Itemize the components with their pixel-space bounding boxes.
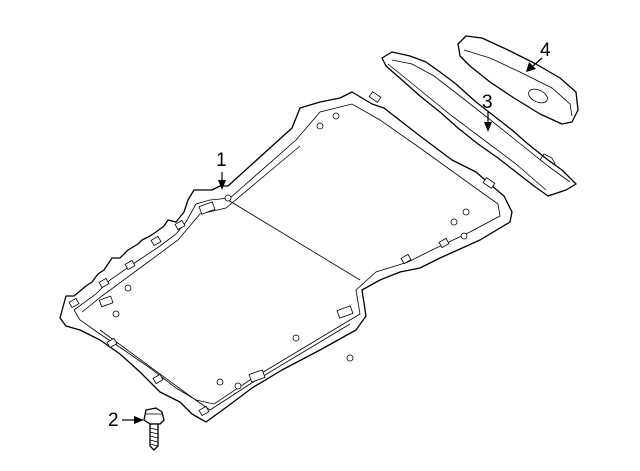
sill-plate-part [381, 51, 577, 197]
floor-panel-slots [98, 91, 496, 383]
floor-panel-edge-tabs [68, 219, 450, 417]
callout-4-label: 4 [540, 40, 551, 61]
callout-2-label: 2 [108, 410, 119, 431]
trim-panel-lamp-opening [528, 88, 548, 104]
callout-2: 2 [108, 410, 144, 431]
callout-3: 3 [482, 92, 493, 132]
callout-4: 4 [526, 40, 551, 72]
callout-1-label: 1 [216, 150, 227, 171]
trim-panel-part [457, 35, 579, 125]
callout-1: 1 [216, 150, 227, 190]
callout-1-arrow [218, 180, 226, 190]
callout-4-arrow [526, 62, 536, 72]
floor-panel-holes [112, 112, 470, 390]
callout-2-arrow [134, 416, 144, 424]
callout-3-label: 3 [482, 92, 493, 113]
floor-panel-part [59, 91, 513, 423]
callout-3-arrow [484, 122, 492, 132]
bolt-part [143, 407, 165, 451]
